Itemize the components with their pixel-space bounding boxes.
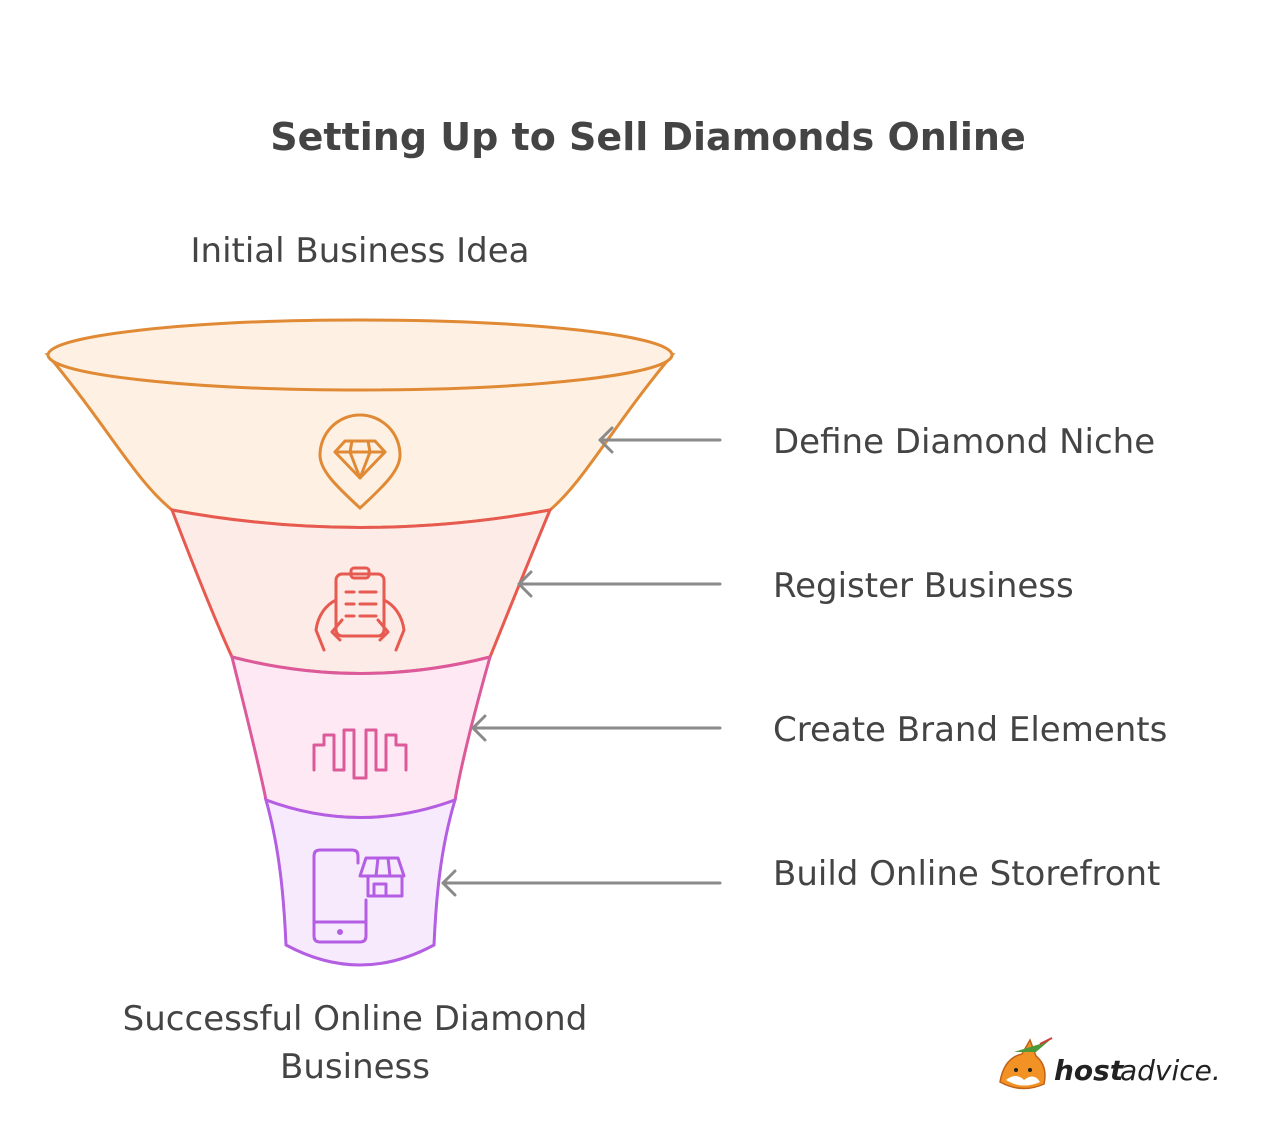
arrow-stage-4 (441, 869, 722, 897)
fox-mascot-icon (999, 1037, 1053, 1090)
logo-text-light: advice. (1120, 1054, 1221, 1087)
funnel-stage-1 (44, 318, 676, 529)
stage-2-label: Register Business (773, 566, 1074, 606)
arrow-stage-1 (598, 426, 722, 454)
hostadvice-logo: host advice. (999, 1037, 1221, 1090)
arrow-stage-3 (471, 714, 722, 742)
zigzag-pattern-icon (312, 728, 408, 780)
top-label: Initial Business Idea (191, 231, 530, 271)
diagram-title: Setting Up to Sell Diamonds Online (270, 115, 1025, 159)
bottom-label-line-1: Successful Online Diamond (123, 999, 588, 1039)
funnel-stage-4 (263, 797, 458, 967)
logo-text-bold: host (1054, 1054, 1125, 1087)
bottom-label-line-2: Business (280, 1047, 430, 1087)
stage-1-label: Define Diamond Niche (773, 422, 1155, 462)
mobile-store-icon (312, 848, 406, 944)
stage-3-band (229, 654, 493, 819)
funnel-stage-2 (169, 508, 553, 675)
stage-4-band (263, 797, 458, 967)
clipboard-hands-icon (314, 566, 406, 652)
funnel-stage-3 (229, 654, 493, 819)
funnel-rim (46, 318, 674, 392)
diamond-location-icon (318, 413, 402, 510)
stage-4-label: Build Online Storefront (773, 854, 1160, 894)
stage-3-label: Create Brand Elements (773, 710, 1167, 750)
arrow-stage-2 (517, 570, 722, 598)
